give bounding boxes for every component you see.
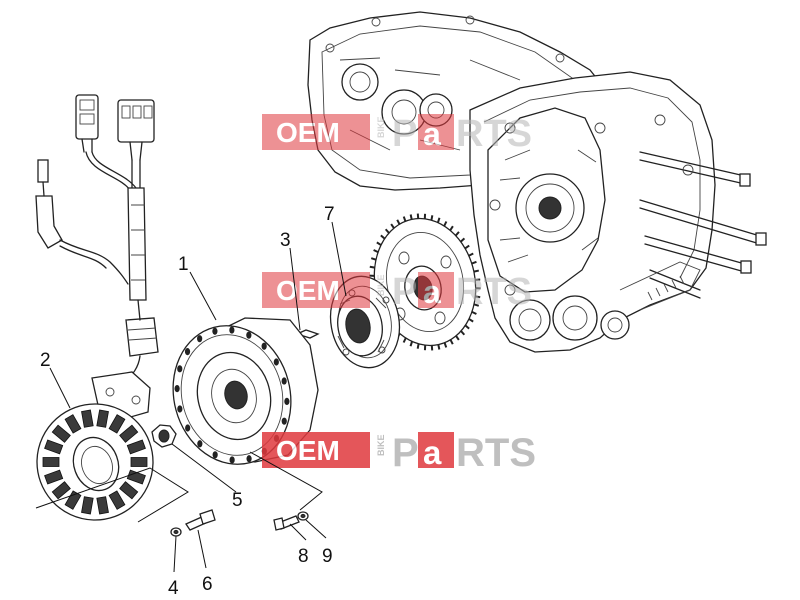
watermark-logo: OEM BIKE P a RTS	[262, 431, 536, 475]
pickup-screw	[273, 511, 309, 531]
stator-screw	[170, 509, 216, 537]
svg-text:BIKE: BIKE	[376, 434, 386, 456]
svg-text:OEM: OEM	[276, 435, 340, 466]
svg-text:P: P	[392, 271, 417, 313]
svg-text:BIKE: BIKE	[376, 274, 386, 296]
callout-7: 7	[324, 204, 335, 225]
callout-5: 5	[232, 490, 243, 511]
svg-text:a: a	[423, 274, 441, 310]
callout-2: 2	[40, 350, 51, 371]
svg-text:a: a	[423, 434, 442, 471]
flywheel-rotor	[172, 317, 319, 465]
svg-text:P: P	[392, 431, 419, 475]
woodruff-key	[295, 329, 320, 339]
callout-labels: 1 2 3 4 5 6 7 8 9	[40, 204, 335, 599]
callout-1: 1	[178, 254, 189, 275]
svg-text:OEM: OEM	[276, 275, 340, 306]
svg-text:BIKE: BIKE	[376, 116, 386, 138]
callout-6: 6	[202, 574, 213, 595]
svg-text:P: P	[392, 113, 417, 155]
leader-lines	[35, 221, 347, 573]
callout-9: 9	[322, 546, 333, 567]
callout-3: 3	[280, 230, 291, 251]
callout-8: 8	[298, 546, 309, 567]
stator-wiring	[35, 94, 159, 521]
watermark-logo: OEM BIKE P a RTS	[262, 113, 532, 155]
svg-text:a: a	[423, 116, 441, 152]
svg-text:OEM: OEM	[276, 117, 340, 148]
callout-4: 4	[168, 578, 179, 599]
flywheel-nut	[151, 424, 177, 448]
svg-text:RTS: RTS	[456, 271, 532, 313]
svg-text:RTS: RTS	[456, 113, 532, 155]
crankcase	[307, 11, 767, 353]
watermark-logo: OEM BIKE P a RTS	[262, 271, 532, 313]
svg-text:RTS: RTS	[456, 431, 536, 475]
